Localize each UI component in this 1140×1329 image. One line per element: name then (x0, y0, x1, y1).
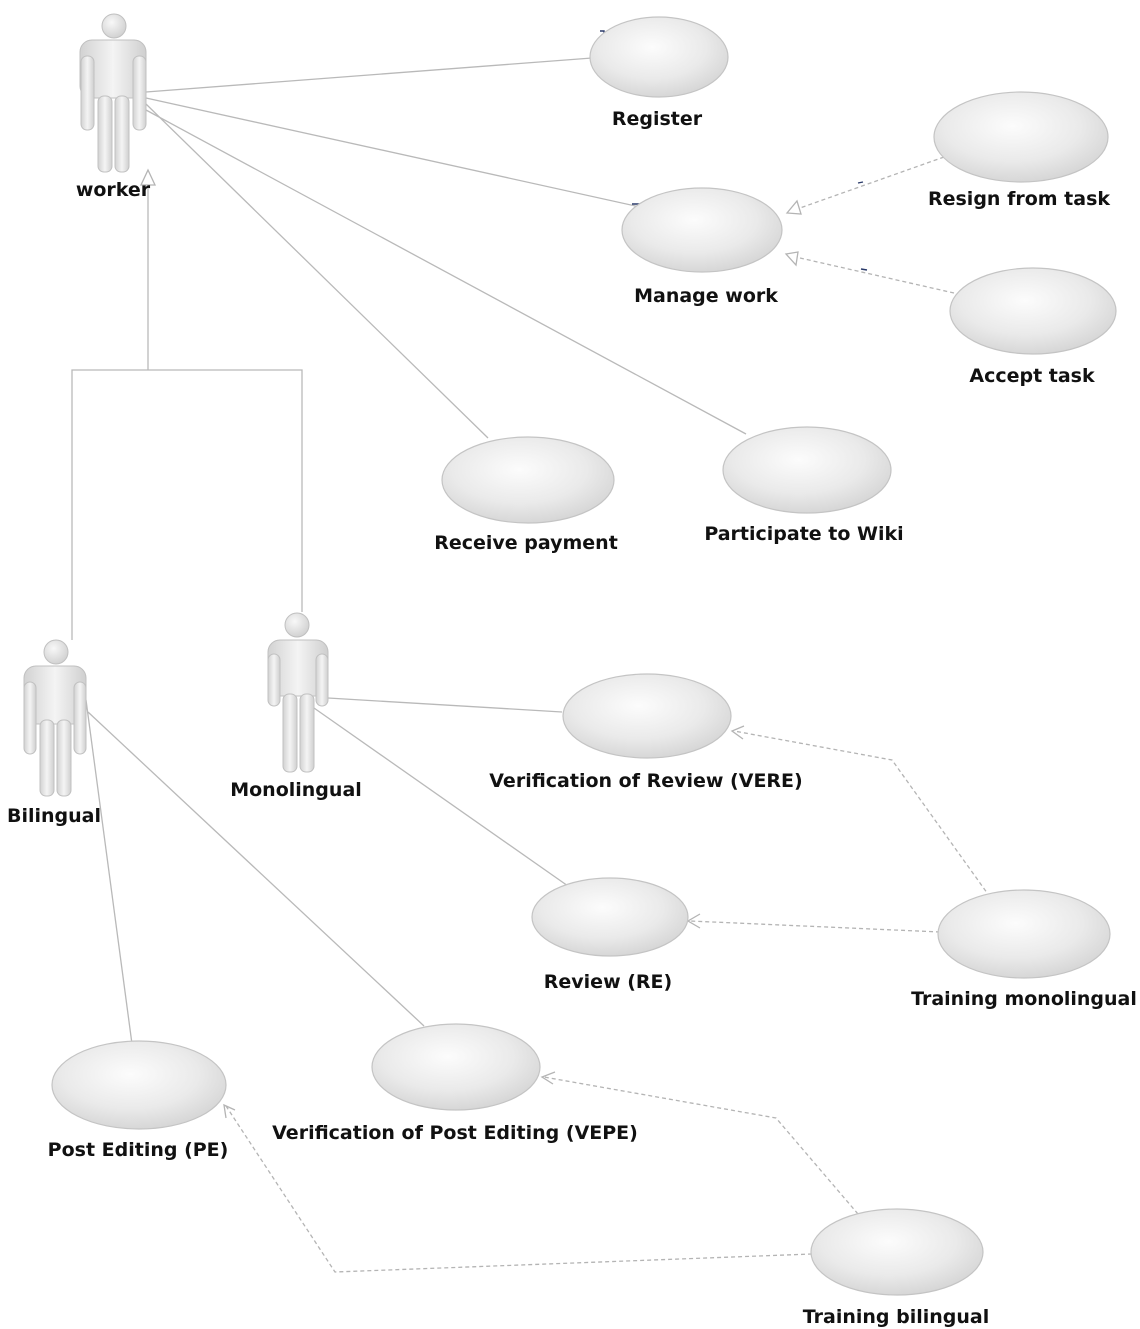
use-case-training-bilingual[interactable]: Training bilingual (803, 1208, 989, 1328)
use-case-verification-of-post-editing[interactable]: Verification of Post Editing (VEPE) (272, 1023, 638, 1144)
use-case-label: Training bilingual (803, 1306, 989, 1328)
monolingual-associations (313, 697, 569, 887)
use-case-accept-task[interactable]: Accept task (949, 267, 1117, 387)
use-case-receive-payment[interactable]: Receive payment (434, 436, 618, 554)
manage-work-dependencies (784, 156, 972, 294)
use-case-post-editing[interactable]: Post Editing (PE) (48, 1040, 229, 1161)
worker-associations (145, 30, 747, 439)
use-case-register[interactable]: Register (589, 16, 729, 130)
actor-bilingual-label: Bilingual (7, 805, 101, 827)
bilingual-associations (85, 699, 425, 1045)
use-case-label: Verification of Review (VERE) (489, 770, 802, 792)
actor-bilingual[interactable]: Bilingual (7, 639, 101, 827)
use-case-participate-to-wiki[interactable]: Participate to Wiki (704, 426, 904, 545)
use-case-label: Manage work (634, 285, 778, 307)
training-monolingual-dependencies (686, 725, 991, 933)
actor-icon (79, 13, 147, 173)
use-case-review[interactable]: Review (RE) (531, 877, 689, 993)
use-case-label: Participate to Wiki (704, 523, 903, 545)
use-case-label: Receive payment (434, 532, 618, 554)
use-case-label: Review (RE) (544, 971, 672, 993)
use-case-verification-of-review[interactable]: Verification of Review (VERE) (489, 673, 803, 792)
actor-icon (267, 612, 329, 773)
use-case-manage-work[interactable]: Manage work (621, 187, 783, 307)
use-case-resign-from-task[interactable]: Resign from task (928, 91, 1110, 210)
actor-icon (23, 639, 87, 797)
use-case-label: Verification of Post Editing (VEPE) (272, 1122, 638, 1144)
actor-monolingual[interactable]: Monolingual (230, 612, 362, 801)
use-case-training-monolingual[interactable]: Training monolingual (911, 889, 1137, 1010)
actor-worker[interactable]: worker (76, 13, 151, 201)
use-case-label: Post Editing (PE) (48, 1139, 229, 1161)
use-case-label: Accept task (969, 365, 1095, 387)
actor-monolingual-label: Monolingual (230, 779, 362, 801)
generalization-to-worker (71, 168, 303, 640)
use-case-label: Training monolingual (911, 988, 1137, 1010)
use-case-label: Register (612, 108, 703, 130)
use-case-label: Resign from task (928, 188, 1110, 210)
training-bilingual-dependencies (223, 1071, 859, 1273)
actor-worker-label: worker (76, 179, 151, 201)
